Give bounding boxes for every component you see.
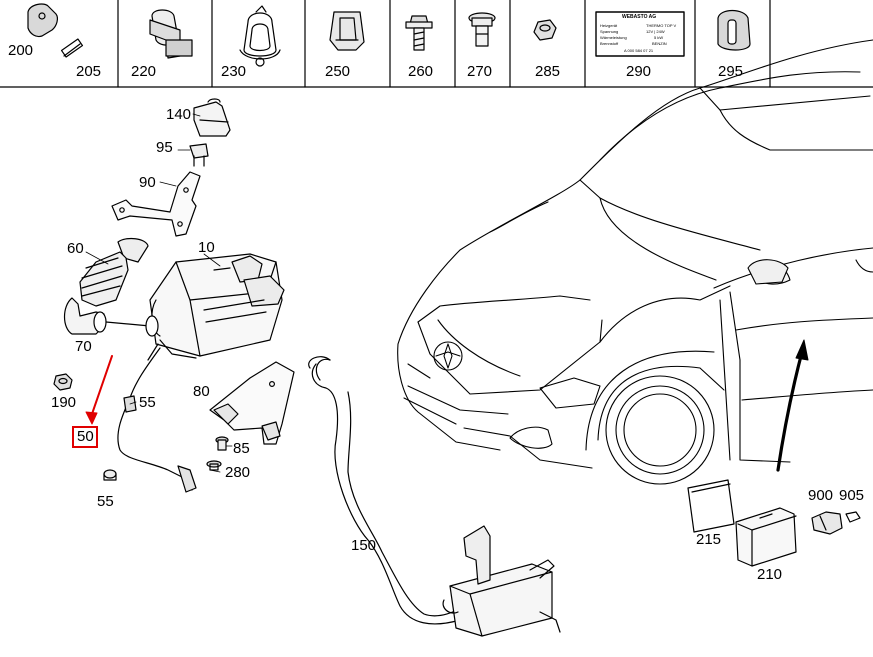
muffler: [442, 525, 561, 637]
receiver-215: [687, 479, 735, 533]
rivet-icon: [468, 12, 496, 47]
header-num-290: 290: [626, 63, 652, 80]
callout-210: 210: [757, 566, 783, 583]
callout-70: 70: [75, 338, 92, 355]
header-num-295: 295: [718, 63, 744, 80]
plate-value-2: 12V | 24W: [646, 29, 665, 34]
header-num-270: 270: [467, 63, 493, 80]
exhaust-pipe-150: [308, 356, 471, 625]
rubber-cap-icon: [717, 9, 751, 51]
pipe-clamp-icon: [149, 9, 193, 59]
car-outline: [397, 39, 873, 485]
control-unit-210: [735, 507, 797, 567]
callout-150: 150: [351, 537, 377, 554]
callout-85: 85: [233, 440, 250, 457]
clamp-55-lower: [103, 469, 117, 481]
screw-icon: [405, 15, 433, 51]
pointer-arrow-red: [85, 355, 113, 425]
callout-55-lower: 55: [97, 493, 114, 510]
key-fob-icon: [27, 3, 84, 58]
callout-900: 900: [808, 487, 834, 504]
callout-90: 90: [139, 174, 156, 191]
plate-line-2: Spannung: [600, 29, 619, 34]
plate-value-3: 5 kW: [654, 35, 664, 40]
screw-280: [206, 460, 222, 471]
plate-value-4: BENZIN: [652, 41, 667, 46]
callout-140: 140: [166, 106, 192, 123]
plate-value-1: THERMO TOP V: [646, 23, 677, 28]
header-num-200: 200: [8, 42, 34, 59]
highlight-box-50: [72, 426, 98, 448]
hex-nut-icon: [533, 19, 557, 41]
callout-190: 190: [51, 394, 77, 411]
callout-50: 50: [77, 428, 94, 445]
bracket-90: [111, 171, 201, 237]
header-num-220: 220: [131, 63, 157, 80]
callout-95: 95: [156, 139, 173, 156]
intake-hose-70: [63, 297, 151, 335]
intake-silencer-60: [79, 237, 149, 307]
callout-10: 10: [198, 239, 215, 256]
spring-clip-icon: [239, 5, 281, 67]
heater-unit-10: [145, 253, 285, 361]
header-num-205: 205: [76, 63, 102, 80]
clip-nut-icon: [329, 11, 365, 51]
label-plate-icon: [595, 11, 685, 57]
header-num-260: 260: [408, 63, 434, 80]
clip-95: [189, 143, 209, 167]
location-arrow: [776, 339, 809, 472]
plate-brand: WEBASTO AG: [622, 14, 657, 20]
connector-900: [811, 511, 843, 535]
header-num-285: 285: [535, 63, 561, 80]
bracket-140: [193, 98, 231, 137]
callout-215: 215: [696, 531, 722, 548]
leader-lines: [85, 113, 233, 473]
callout-280: 280: [225, 464, 251, 481]
header-num-230: 230: [221, 63, 247, 80]
callout-55-upper: 55: [139, 394, 156, 411]
nut-190: [53, 373, 73, 391]
header-num-250: 250: [325, 63, 351, 80]
pin-905: [845, 511, 861, 523]
callout-80: 80: [193, 383, 210, 400]
plate-line-4: Brennstoff: [600, 41, 619, 46]
plate-line-3: Wärmeleistung: [600, 35, 627, 40]
plate-line-1: Heizgerät: [600, 23, 618, 28]
fuel-line-50: [117, 347, 197, 493]
callout-905: 905: [839, 487, 865, 504]
callout-60: 60: [67, 240, 84, 257]
mount-85: [215, 436, 229, 451]
bracket-80: [209, 361, 295, 445]
plate-part-no: A 000 584 07 21: [624, 48, 654, 53]
